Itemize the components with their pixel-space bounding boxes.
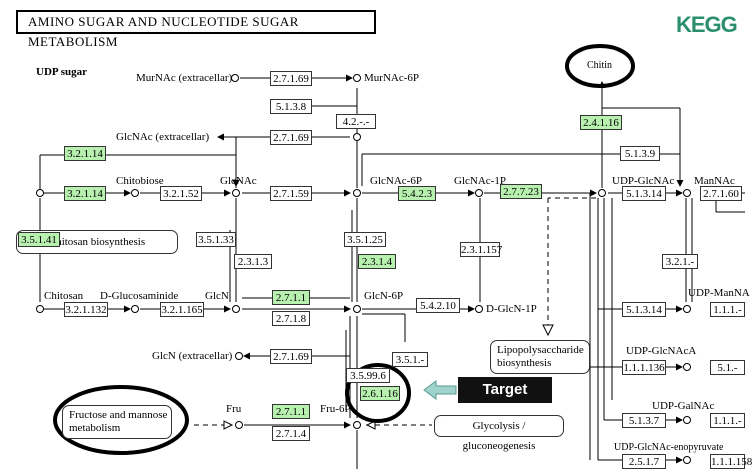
enzyme-2-7-1-1[interactable]: 2.7.1.1	[272, 290, 310, 305]
enzyme-5-4-2-3[interactable]: 5.4.2.3	[398, 186, 436, 201]
enzyme-1-1-1-b[interactable]: 1.1.1.-	[710, 413, 745, 428]
compound-fru[interactable]: Fru	[226, 403, 242, 415]
enzyme-2-6-1-16[interactable]: 2.6.1.16	[360, 386, 400, 401]
enzyme-2-7-7-23[interactable]: 2.7.7.23	[500, 184, 542, 199]
enzyme-5-4-2-10[interactable]: 5.4.2.10	[416, 298, 460, 313]
map-lipopolysaccharide[interactable]: Lipopolysaccharide biosynthesis	[490, 340, 590, 374]
enzyme-2-7-1-69[interactable]: 2.7.1.69	[270, 71, 312, 86]
compound-glcnac1p[interactable]: GlcNAc-1P	[454, 175, 506, 187]
enzyme-3-2-1-132[interactable]: 3.2.1.132	[64, 302, 108, 317]
enzyme-3-2-1-14-b[interactable]: 3.2.1.14	[64, 186, 106, 201]
compound-chitosan[interactable]: Chitosan	[44, 290, 84, 302]
enzyme-2-7-1-4[interactable]: 2.7.1.4	[272, 426, 310, 441]
enzyme-3-5-1-41[interactable]: 3.5.1.41	[18, 232, 60, 247]
enzyme-2-3-1-157[interactable]: 2.3.1.157	[460, 242, 503, 257]
enzyme-3-5-1-25[interactable]: 3.5.1.25	[344, 232, 386, 247]
enzyme-3-5-1-33[interactable]: 3.5.1.33	[196, 232, 236, 247]
enzyme-2-7-1-59[interactable]: 2.7.1.59	[270, 186, 312, 201]
enzyme-5-1[interactable]: 5.1.-	[710, 360, 745, 375]
enzyme-3-2-1-52[interactable]: 3.2.1.52	[160, 186, 202, 201]
enzyme-2-4-1-16[interactable]: 2.4.1.16	[580, 115, 622, 130]
enzyme-5-1-3-14[interactable]: 5.1.3.14	[622, 186, 666, 201]
compound-mannac[interactable]: ManNAc	[694, 175, 735, 187]
enzyme-5-1-3-8[interactable]: 5.1.3.8	[270, 99, 312, 114]
compound-udp-glcnaca[interactable]: UDP-GlcNAcA	[626, 345, 697, 357]
compound-udp-glcnac[interactable]: UDP-GlcNAc	[612, 175, 675, 187]
enzyme-2-7-1-60[interactable]: 2.7.1.60	[700, 186, 742, 201]
compound-glcn-ext[interactable]: GlcN (extracellar)	[152, 350, 233, 362]
enzyme-3-2-1-14[interactable]: 3.2.1.14	[64, 146, 106, 161]
compound-glcn[interactable]: GlcN	[205, 290, 229, 302]
enzyme-2-5-1-7[interactable]: 2.5.1.7	[622, 454, 666, 469]
page-title: AMINO SUGAR AND NUCLEOTIDE SUGAR METABOL…	[16, 10, 376, 49]
enzyme-2-7-1-69-c[interactable]: 2.7.1.69	[270, 349, 312, 364]
enzyme-5-1-3-7[interactable]: 5.1.3.7	[622, 413, 666, 428]
enzyme-1-1-1-158[interactable]: 1.1.1.158	[710, 454, 752, 469]
enzyme-1-1-1-136[interactable]: 1.1.1.136	[622, 360, 666, 375]
compound-glcn6p[interactable]: GlcN-6P	[364, 290, 404, 302]
target-arrow-icon	[423, 380, 457, 400]
compound-udp-mannac[interactable]: UDP-ManNA	[688, 287, 750, 299]
map-glycolysis[interactable]: Glycolysis / gluconeogenesis	[434, 415, 564, 452]
enzyme-3-5-1[interactable]: 3.5.1.-	[392, 352, 428, 367]
enzyme-2-7-1-8[interactable]: 2.7.1.8	[272, 311, 310, 326]
compound-udp-galnac[interactable]: UDP-GalNAc	[652, 400, 715, 412]
compound-udp-enopyruvate[interactable]: UDP-GlcNAc-enopyruvate	[614, 442, 724, 453]
enzyme-3-5-99-6[interactable]: 3.5.99.6	[346, 368, 390, 383]
compound-chitin[interactable]: Chitin	[587, 60, 613, 71]
compound-fru6p[interactable]: Fru-6P	[320, 403, 351, 415]
map-fructose-mannose[interactable]: Fructose and mannose metabolism	[62, 405, 172, 439]
enzyme-4-2[interactable]: 4.2.-.-	[336, 114, 376, 129]
section-label: UDP sugar	[36, 66, 88, 78]
enzyme-2-7-1-69-b[interactable]: 2.7.1.69	[270, 130, 312, 145]
enzyme-2-7-1-1-b[interactable]: 2.7.1.1	[272, 404, 310, 419]
kegg-logo: KEGG	[676, 12, 738, 37]
compound-glcnac-ext[interactable]: GlcNAc (extracellar)	[116, 131, 210, 143]
compound-chitobiose[interactable]: Chitobiose	[116, 175, 164, 187]
compound-dglcn1p[interactable]: D-GlcN-1P	[486, 303, 537, 315]
enzyme-1-1-1[interactable]: 1.1.1.-	[710, 302, 745, 317]
enzyme-2-3-1-3[interactable]: 2.3.1.3	[234, 254, 272, 269]
compound-glcnac6p[interactable]: GlcNAc-6P	[370, 175, 422, 187]
compound-glcnac[interactable]: GlcNAc	[220, 175, 257, 187]
target-label: Target	[458, 377, 552, 403]
enzyme-5-1-3-14-b[interactable]: 5.1.3.14	[622, 302, 666, 317]
compound-dglucosaminide[interactable]: D-Glucosaminide	[100, 290, 179, 302]
compound-murnac-ext[interactable]: MurNAc (extracellar)	[136, 72, 233, 84]
enzyme-3-2-1-165[interactable]: 3.2.1.165	[160, 302, 204, 317]
compound-murnac6p[interactable]: MurNAc-6P	[364, 72, 419, 84]
enzyme-2-3-1-4[interactable]: 2.3.1.4	[358, 254, 396, 269]
enzyme-3-2-1[interactable]: 3.2.1.-	[662, 254, 698, 269]
enzyme-5-1-3-9[interactable]: 5.1.3.9	[620, 146, 660, 161]
